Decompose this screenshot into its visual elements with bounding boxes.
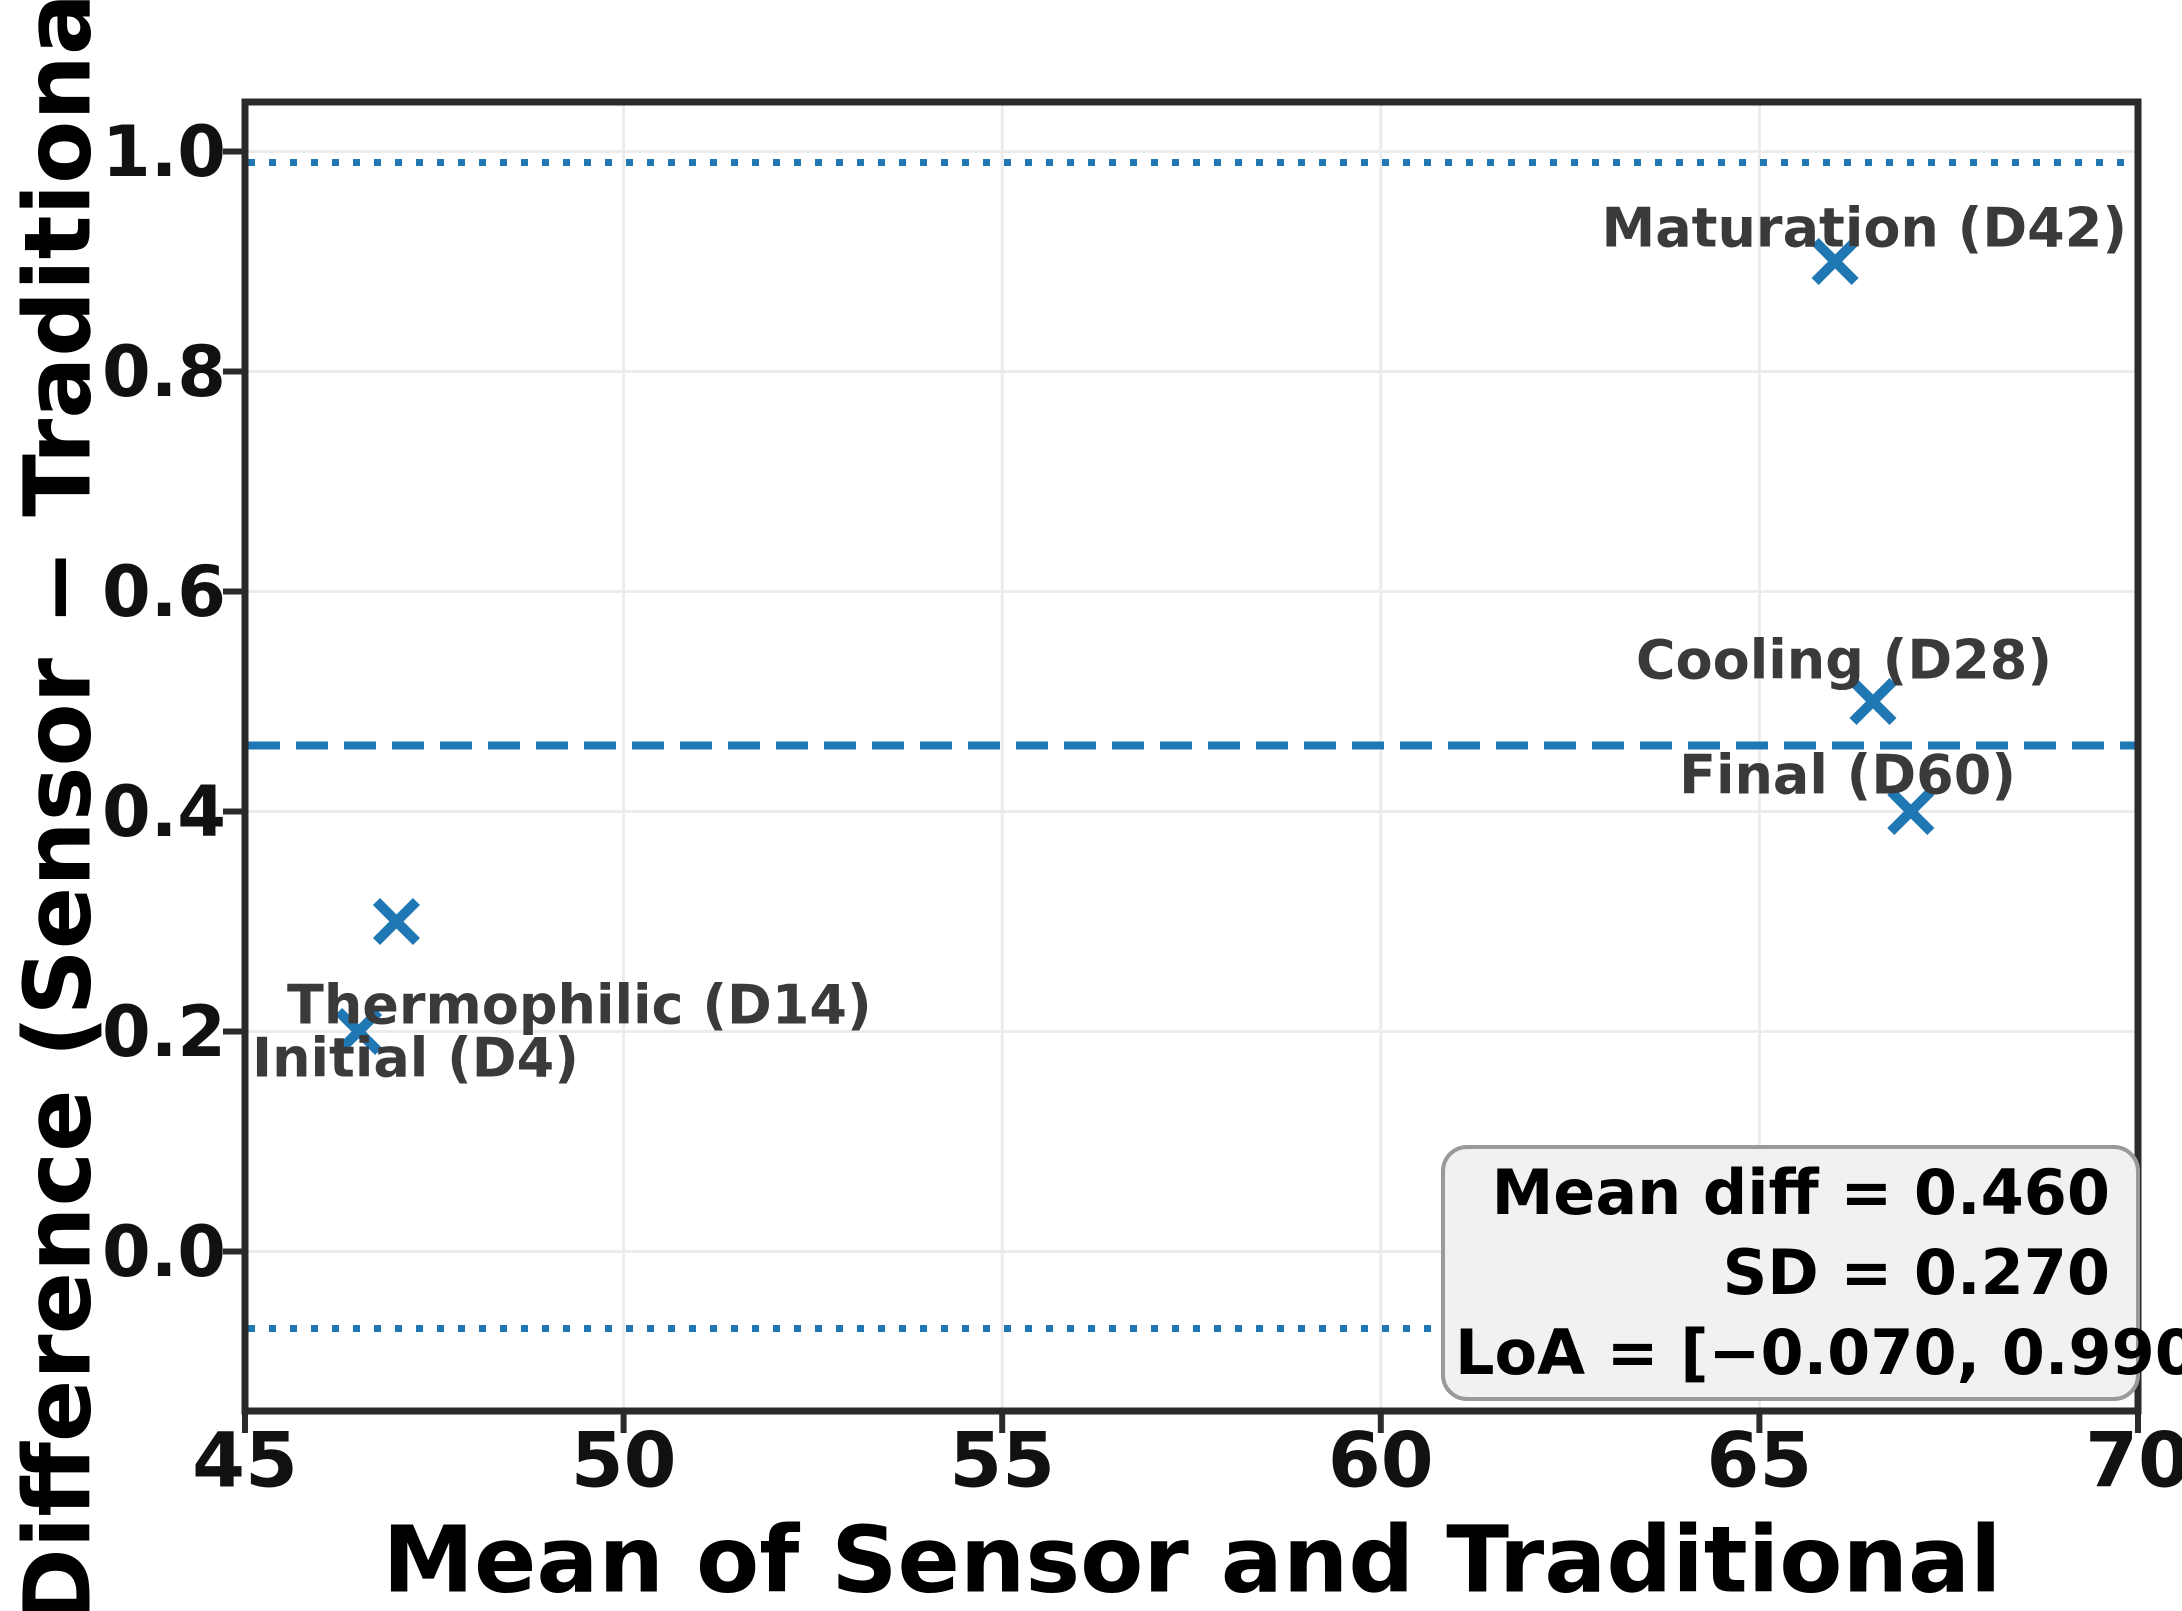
x-tick-label: 55 xyxy=(949,1415,1056,1505)
data-point-marker xyxy=(1811,237,1859,286)
point-label: Cooling (D28) xyxy=(1635,628,2052,692)
y-tick-label: 0.2 xyxy=(101,990,226,1073)
point-label: Maturation (D42) xyxy=(1601,196,2128,260)
point-label: Initial (D4) xyxy=(252,1026,579,1090)
stats-mean-diff: Mean diff = 0.460 xyxy=(1491,1156,2110,1229)
stats-loa: LoA = [−0.070, 0.990] xyxy=(1455,1316,2182,1389)
x-tick-label: 45 xyxy=(192,1415,298,1505)
y-tick-label: 1.0 xyxy=(101,110,226,193)
axes-frame xyxy=(241,98,2142,1415)
stats-sd: SD = 0.270 xyxy=(1722,1236,2110,1309)
data-point-marker xyxy=(372,897,420,946)
y-tick-label: 0.6 xyxy=(101,550,226,633)
x-axis-label: Mean of Sensor and Traditional xyxy=(382,1506,2002,1611)
data-point-marker xyxy=(1887,787,1935,836)
data-point-marker xyxy=(335,1007,383,1056)
x-tick-label: 50 xyxy=(570,1415,677,1505)
stats-box: Mean diff = 0.460 SD = 0.270 LoA = [−0.0… xyxy=(1441,1145,2182,1401)
x-tick-label: 60 xyxy=(1327,1415,1434,1505)
y-axis-label: Difference (Sensor − Traditional) xyxy=(4,0,112,1611)
y-tick-label: 0.0 xyxy=(101,1210,226,1293)
y-tick-label: 0.4 xyxy=(101,770,226,853)
point-label: Final (D60) xyxy=(1679,743,2016,807)
point-label: Thermophilic (D14) xyxy=(287,973,872,1037)
data-point-marker xyxy=(1849,677,1897,726)
y-tick-label: 0.8 xyxy=(101,330,226,413)
x-tick-label: 65 xyxy=(1706,1415,1813,1505)
x-tick-label: 70 xyxy=(2085,1415,2182,1505)
